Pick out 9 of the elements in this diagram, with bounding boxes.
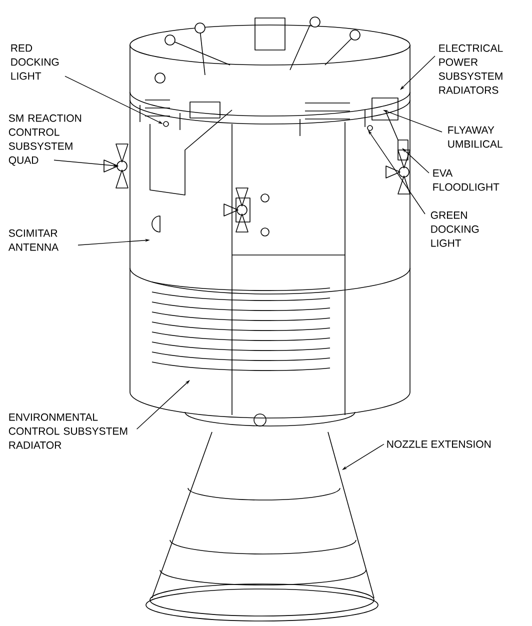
callout-label: SM REACTION CONTROL SUBSYSTEM QUAD [8, 114, 82, 166]
callout-label: RED DOCKING LIGHT [11, 44, 59, 80]
callout-label: ELECTRICAL POWER SUBSYSTEM RADIATORS [438, 44, 503, 94]
callout-label: SCIMITAR ANTENNA [8, 229, 59, 251]
callout-label: GREEN DOCKING LIGHT [430, 211, 479, 247]
callout-label: NOZZLE EXTENSION [387, 440, 491, 448]
callout-label: FLYAWAY UMBILICAL [448, 126, 502, 148]
callout-label: EVA FLOODLIGHT [433, 169, 500, 191]
callout-label: ENVIRONMENTAL CONTROL SUBSYSTEM RADIATOR [8, 413, 128, 449]
